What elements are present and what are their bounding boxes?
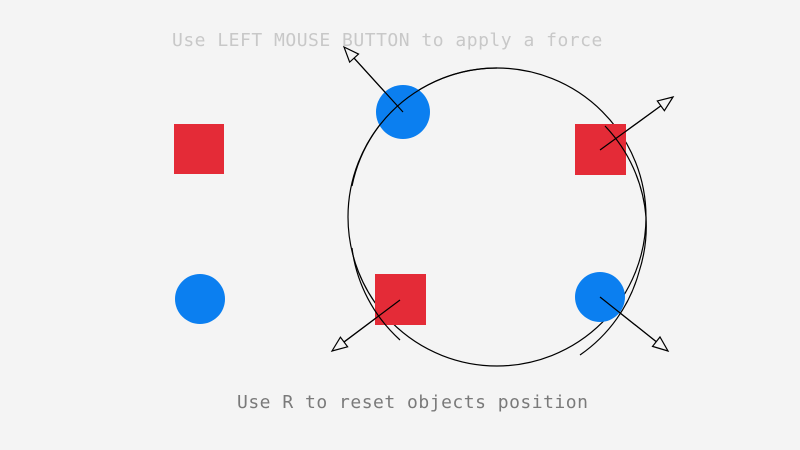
force-line-overlay-square-bottom — [343, 299, 401, 343]
force-vector-overlays — [343, 57, 662, 343]
hint-text-apply-force: Use LEFT MOUSE BUTTON to apply a force — [172, 30, 603, 51]
force-line-overlay-circle-top — [353, 57, 404, 113]
force-line-overlay-square-right — [599, 105, 662, 151]
body-circle-free-left[interactable] — [175, 274, 225, 324]
arrowhead-icon — [651, 335, 670, 353]
hint-text-reset-position: Use R to reset objects position — [237, 392, 589, 413]
body-square-bottom[interactable] — [375, 274, 426, 325]
body-square-free-left[interactable] — [174, 124, 224, 174]
boundary-circle-overlay — [351, 67, 647, 356]
force-line-overlay-circle-br — [599, 296, 657, 343]
arrowhead-icon — [330, 336, 349, 352]
arrowhead-icon — [656, 96, 675, 112]
